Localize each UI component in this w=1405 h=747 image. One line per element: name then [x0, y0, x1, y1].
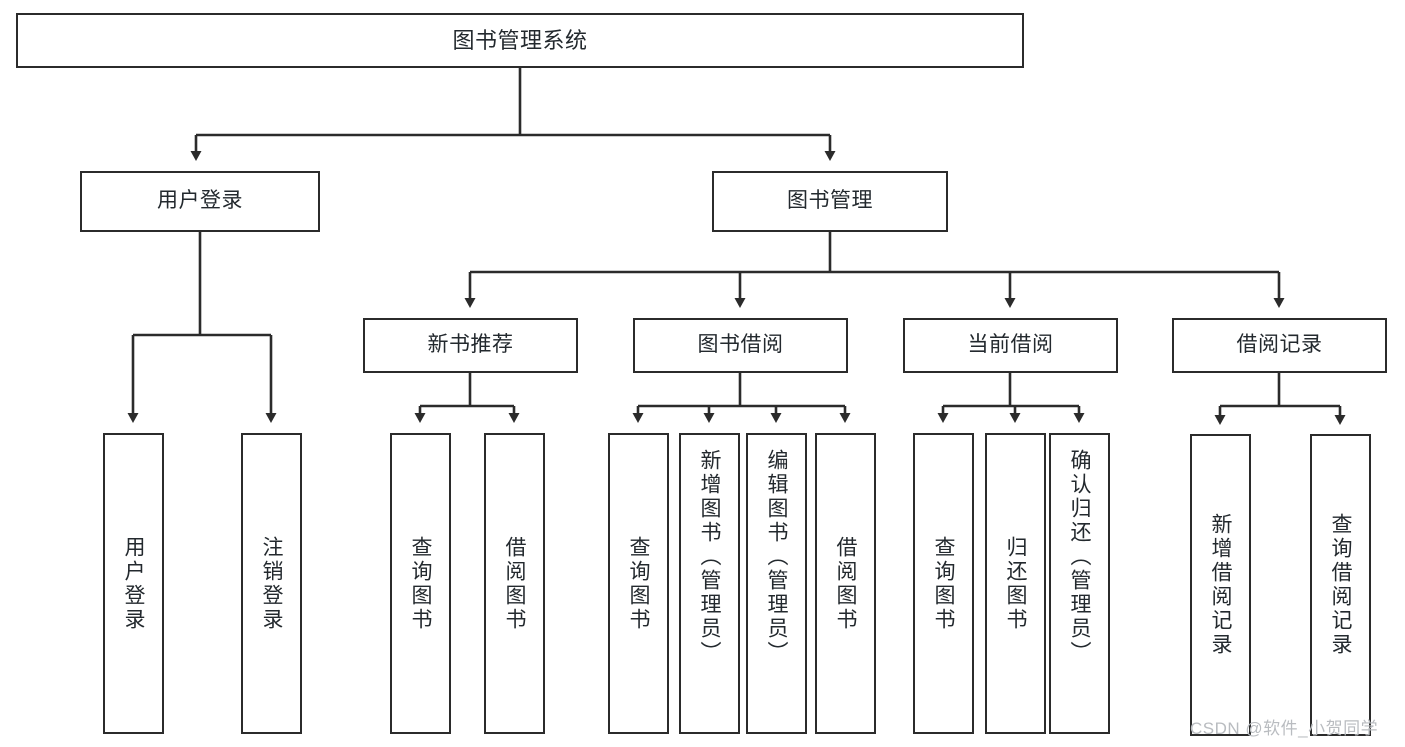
- leaf-confirm-return-label: 确认归还（管理员）: [1068, 449, 1091, 665]
- leaf-add-book[interactable]: 新增图书（管理员）: [679, 433, 740, 734]
- node-borrow-record[interactable]: 借阅记录: [1172, 318, 1387, 373]
- leaf-borrow-book-2-label: 借阅图书: [834, 535, 857, 632]
- leaf-query-book-3-label: 查询图书: [932, 535, 955, 632]
- csdn-watermark: CSDN @软件_小贺同学: [1190, 719, 1379, 738]
- node-current-borrow-label: 当前借阅: [967, 333, 1054, 357]
- leaf-borrow-book-2[interactable]: 借阅图书: [815, 433, 876, 734]
- node-current-borrow[interactable]: 当前借阅: [903, 318, 1118, 373]
- leaf-user-login[interactable]: 用户登录: [103, 433, 164, 734]
- node-new-book-rec[interactable]: 新书推荐: [363, 318, 578, 373]
- leaf-return-book[interactable]: 归还图书: [985, 433, 1046, 734]
- leaf-borrow-book-1[interactable]: 借阅图书: [484, 433, 545, 734]
- leaf-return-book-label: 归还图书: [1004, 535, 1027, 632]
- leaf-user-login-label: 用户登录: [122, 535, 145, 632]
- node-user-login[interactable]: 用户登录: [80, 171, 320, 232]
- node-book-manage-label: 图书管理: [787, 189, 873, 213]
- leaf-query-book-2-label: 查询图书: [627, 535, 650, 632]
- leaf-add-record-label: 新增借阅记录: [1209, 513, 1232, 657]
- node-book-borrow[interactable]: 图书借阅: [633, 318, 848, 373]
- leaf-edit-book[interactable]: 编辑图书（管理员）: [746, 433, 807, 734]
- leaf-add-book-label: 新增图书（管理员）: [698, 449, 721, 665]
- leaf-query-book-1[interactable]: 查询图书: [390, 433, 451, 734]
- node-book-manage[interactable]: 图书管理: [712, 171, 948, 232]
- node-borrow-record-label: 借阅记录: [1236, 333, 1323, 357]
- leaf-logout-label: 注销登录: [260, 535, 283, 632]
- node-book-borrow-label: 图书借阅: [697, 333, 784, 357]
- leaf-query-book-3[interactable]: 查询图书: [913, 433, 974, 734]
- node-root[interactable]: 图书管理系统: [16, 13, 1024, 68]
- node-root-label: 图书管理系统: [452, 27, 588, 53]
- leaf-add-record[interactable]: 新增借阅记录: [1190, 434, 1251, 736]
- leaf-query-book-1-label: 查询图书: [409, 535, 432, 632]
- leaf-query-record[interactable]: 查询借阅记录: [1310, 434, 1371, 736]
- leaf-edit-book-label: 编辑图书（管理员）: [765, 449, 788, 665]
- leaf-borrow-book-1-label: 借阅图书: [503, 535, 526, 632]
- leaf-query-book-2[interactable]: 查询图书: [608, 433, 669, 734]
- leaf-logout[interactable]: 注销登录: [241, 433, 302, 734]
- leaf-query-record-label: 查询借阅记录: [1329, 513, 1352, 657]
- node-new-book-rec-label: 新书推荐: [427, 333, 514, 357]
- node-user-login-label: 用户登录: [157, 189, 243, 213]
- leaf-confirm-return[interactable]: 确认归还（管理员）: [1049, 433, 1110, 734]
